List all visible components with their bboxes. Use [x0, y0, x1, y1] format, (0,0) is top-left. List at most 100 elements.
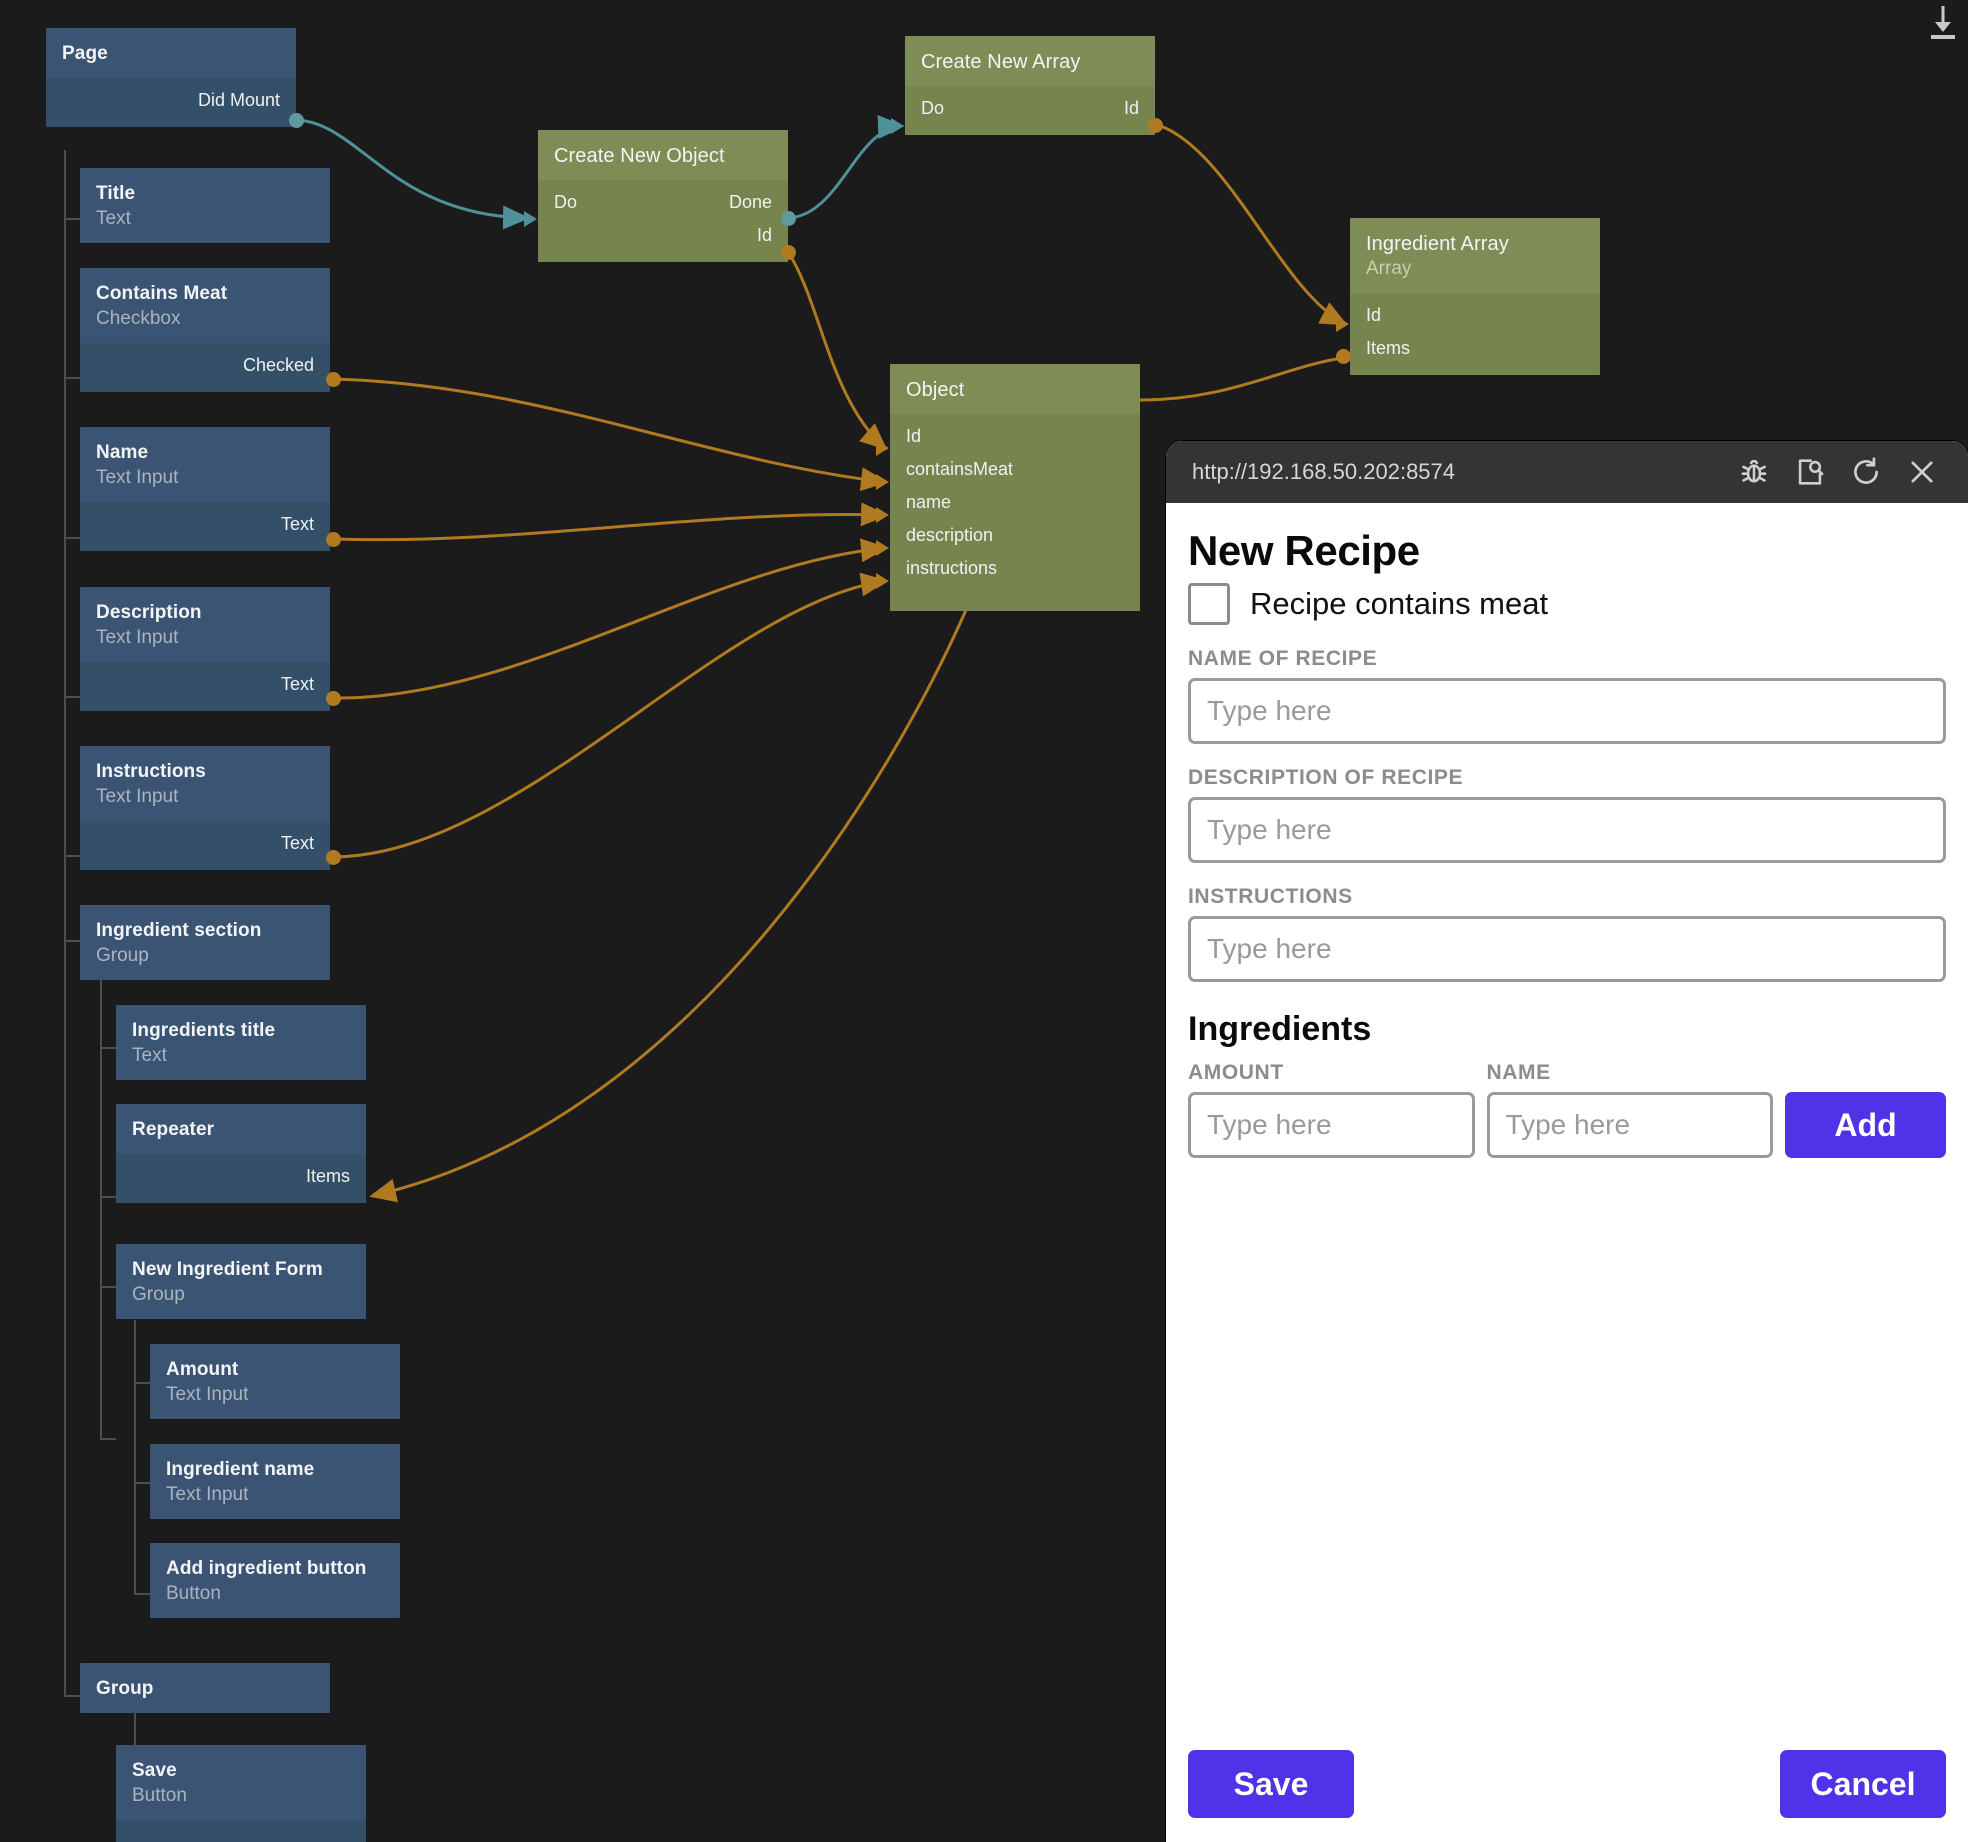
instructions-input[interactable]: [1188, 916, 1946, 982]
cancel-button[interactable]: Cancel: [1780, 1750, 1946, 1818]
port-arrow-obj-description[interactable]: [876, 540, 889, 556]
reload-icon[interactable]: [1838, 448, 1894, 496]
tree-guide: [64, 1695, 80, 1697]
node-ingredient-array[interactable]: Ingredient Array Array Id Items: [1350, 218, 1600, 375]
amount-input[interactable]: [1188, 1092, 1475, 1158]
port-name[interactable]: name: [906, 492, 952, 512]
node-contains-meat[interactable]: Contains Meat Checkbox Checked: [80, 268, 330, 392]
port-dot-checked[interactable]: [326, 372, 341, 387]
node-body: Do Id: [905, 86, 1155, 135]
node-ingredient-name[interactable]: Ingredient name Text Input: [150, 1444, 400, 1519]
url-text[interactable]: http://192.168.50.202:8574: [1192, 459, 1456, 484]
port-arrow-obj-containsmeat[interactable]: [876, 474, 889, 490]
port-id[interactable]: Id: [1366, 305, 1382, 325]
node-title: Contains Meat: [96, 283, 228, 304]
port-arrow-array-do[interactable]: [891, 118, 904, 134]
port-arrow-obj-id[interactable]: [876, 440, 889, 456]
node-add-ingredient-button[interactable]: Add ingredient button Button: [150, 1543, 400, 1618]
amount-label: AMOUNT: [1188, 1061, 1284, 1084]
port-arrow-do[interactable]: [524, 211, 537, 227]
node-name[interactable]: Name Text Input Text: [80, 427, 330, 551]
node-title: Ingredient section: [96, 920, 262, 941]
node-header: Amount Text Input: [150, 1344, 400, 1419]
port-id[interactable]: Id: [756, 225, 772, 245]
tree-guide: [64, 377, 80, 379]
node-title: Instructions: [96, 761, 206, 782]
inspect-page-icon[interactable]: [1782, 448, 1838, 496]
save-button[interactable]: Save: [1188, 1750, 1354, 1818]
node-title: Amount: [166, 1359, 239, 1380]
node-save-button[interactable]: Save Button: [116, 1745, 366, 1842]
add-ingredient-button[interactable]: Add: [1785, 1092, 1946, 1158]
port-arrow-ingarray-id[interactable]: [1336, 316, 1349, 332]
instructions-label: INSTRUCTIONS: [1188, 885, 1353, 908]
form-footer: Save Cancel: [1188, 1750, 1946, 1818]
tree-guide: [100, 1438, 116, 1440]
port-do[interactable]: Do: [921, 98, 945, 118]
node-new-ingredient-form[interactable]: New Ingredient Form Group: [116, 1244, 366, 1319]
port-instructions[interactable]: instructions: [906, 558, 998, 578]
port-did-mount[interactable]: Did Mount: [197, 90, 280, 110]
port-dot-ingarray-items[interactable]: [1336, 349, 1351, 364]
node-create-new-object[interactable]: Create New Object Do Done Id: [538, 130, 788, 262]
port-checked[interactable]: Checked: [242, 355, 314, 375]
node-subtitle: Text Input: [166, 1384, 249, 1405]
node-body: Items: [116, 1154, 366, 1203]
port-contains-meat[interactable]: containsMeat: [906, 459, 1014, 479]
port-do[interactable]: Do: [554, 192, 578, 212]
node-page[interactable]: Page Did Mount: [46, 28, 296, 127]
node-header: Group: [80, 1663, 330, 1713]
port-arrow-obj-name[interactable]: [876, 507, 889, 523]
node-subtitle: Button: [132, 1785, 187, 1806]
tree-guide: [134, 1593, 150, 1595]
port-items[interactable]: Items: [1366, 338, 1411, 358]
node-title: Create New Array: [921, 51, 1081, 73]
port-dot-did-mount[interactable]: [289, 113, 304, 128]
download-icon[interactable]: [1926, 2, 1960, 46]
port-arrow-obj-instructions[interactable]: [876, 573, 889, 589]
close-icon[interactable]: [1894, 448, 1950, 496]
node-title-component[interactable]: Title Text: [80, 168, 330, 243]
node-body: Text: [80, 662, 330, 711]
node-object[interactable]: Object Id containsMeat name description …: [890, 364, 1140, 611]
node-header: Instructions Text Input: [80, 746, 330, 821]
tree-guide: [100, 1286, 116, 1288]
node-title: Name: [96, 442, 149, 463]
ingredient-name-input[interactable]: [1486, 1092, 1774, 1158]
node-group[interactable]: Group: [80, 1663, 330, 1713]
port-id[interactable]: Id: [1123, 98, 1139, 118]
node-description[interactable]: Description Text Input Text: [80, 587, 330, 711]
node-body: Id containsMeat name description instruc…: [890, 414, 1140, 611]
node-create-new-array[interactable]: Create New Array Do Id: [905, 36, 1155, 135]
port-items[interactable]: Items: [305, 1166, 350, 1186]
description-of-recipe-input[interactable]: [1188, 797, 1946, 863]
port-dot-object-id[interactable]: [781, 245, 796, 260]
node-subtitle: Group: [132, 1284, 185, 1305]
port-description[interactable]: description: [906, 525, 994, 545]
port-done[interactable]: Done: [728, 192, 772, 212]
name-of-recipe-input[interactable]: [1188, 678, 1946, 744]
node-header: Create New Array: [905, 36, 1155, 86]
port-dot-instructions-text[interactable]: [326, 850, 341, 865]
port-text[interactable]: Text: [280, 833, 314, 853]
node-ingredients-title[interactable]: Ingredients title Text: [116, 1005, 366, 1080]
port-text[interactable]: Text: [280, 514, 314, 534]
node-ingredient-section[interactable]: Ingredient section Group: [80, 905, 330, 980]
port-dot-name-text[interactable]: [326, 532, 341, 547]
node-body: Did Mount: [46, 78, 296, 127]
port-id[interactable]: Id: [906, 426, 922, 446]
contains-meat-row[interactable]: Recipe contains meat: [1188, 583, 1946, 625]
node-repeater[interactable]: Repeater Items: [116, 1104, 366, 1203]
node-instructions[interactable]: Instructions Text Input Text: [80, 746, 330, 870]
port-dot-done[interactable]: [781, 211, 796, 226]
port-dot-array-id[interactable]: [1148, 118, 1163, 133]
node-title: New Ingredient Form: [132, 1259, 323, 1280]
port-text[interactable]: Text: [280, 674, 314, 694]
contains-meat-checkbox[interactable]: [1188, 583, 1230, 625]
node-title: Page: [62, 43, 108, 64]
port-dot-description-text[interactable]: [326, 691, 341, 706]
debug-bug-icon[interactable]: [1726, 448, 1782, 496]
node-amount[interactable]: Amount Text Input: [150, 1344, 400, 1419]
amount-column: AMOUNT: [1188, 1049, 1475, 1158]
node-header: Ingredients title Text: [116, 1005, 366, 1080]
